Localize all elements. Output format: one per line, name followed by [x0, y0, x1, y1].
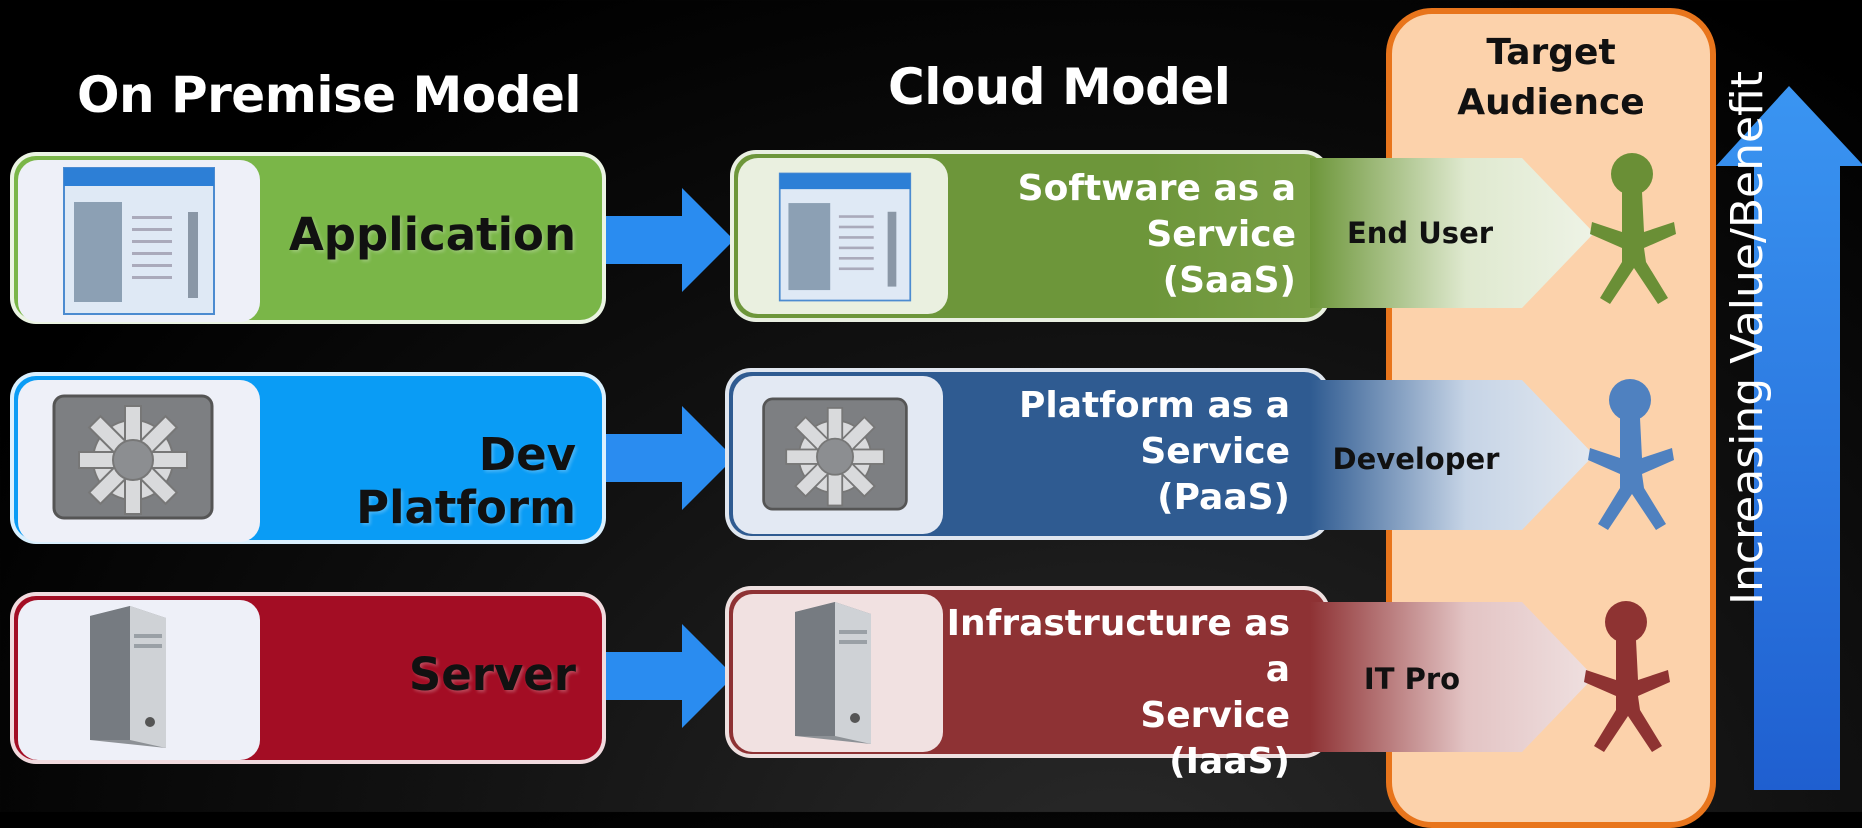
application-window-icon	[63, 167, 215, 315]
application-window-icon	[778, 172, 912, 302]
person-icon	[1584, 601, 1670, 752]
gear-icon	[52, 394, 214, 520]
audience-end-user: End User	[1346, 216, 1494, 250]
iaas-to-audience-chevron	[1310, 602, 1594, 752]
on-premise-server-label: Server	[408, 648, 576, 701]
person-icon	[1590, 153, 1676, 304]
cloud-heading: Cloud Model	[888, 58, 1231, 116]
increasing-value-label: Increasing Value/Benefit	[1722, 71, 1773, 605]
target-audience-title: Target Audience	[1457, 32, 1645, 123]
audience-it-pro: IT Pro	[1363, 662, 1461, 696]
right-arrow-icon	[606, 188, 734, 292]
paas-label: Platform as a Service (PaaS)	[1019, 385, 1290, 518]
audience-developer: Developer	[1332, 442, 1500, 476]
on-premise-dev-platform-label: Dev Platform	[356, 428, 576, 534]
right-arrow-icon	[606, 406, 734, 510]
on-premise-application-label: Application	[288, 208, 576, 261]
server-tower-icon	[795, 602, 871, 744]
person-icon	[1588, 379, 1674, 530]
on-premise-heading: On Premise Model	[77, 66, 582, 124]
gear-icon	[762, 397, 908, 511]
iaas-label: Infrastructure as a Service (IaaS)	[946, 603, 1290, 782]
up-arrow-icon	[1716, 86, 1862, 790]
server-tower-icon	[90, 606, 166, 748]
saas-label: Software as a Service (SaaS)	[1017, 168, 1296, 301]
saas-to-audience-chevron	[1310, 158, 1594, 308]
paas-to-audience-chevron	[1310, 380, 1594, 530]
right-arrow-icon	[606, 624, 734, 728]
